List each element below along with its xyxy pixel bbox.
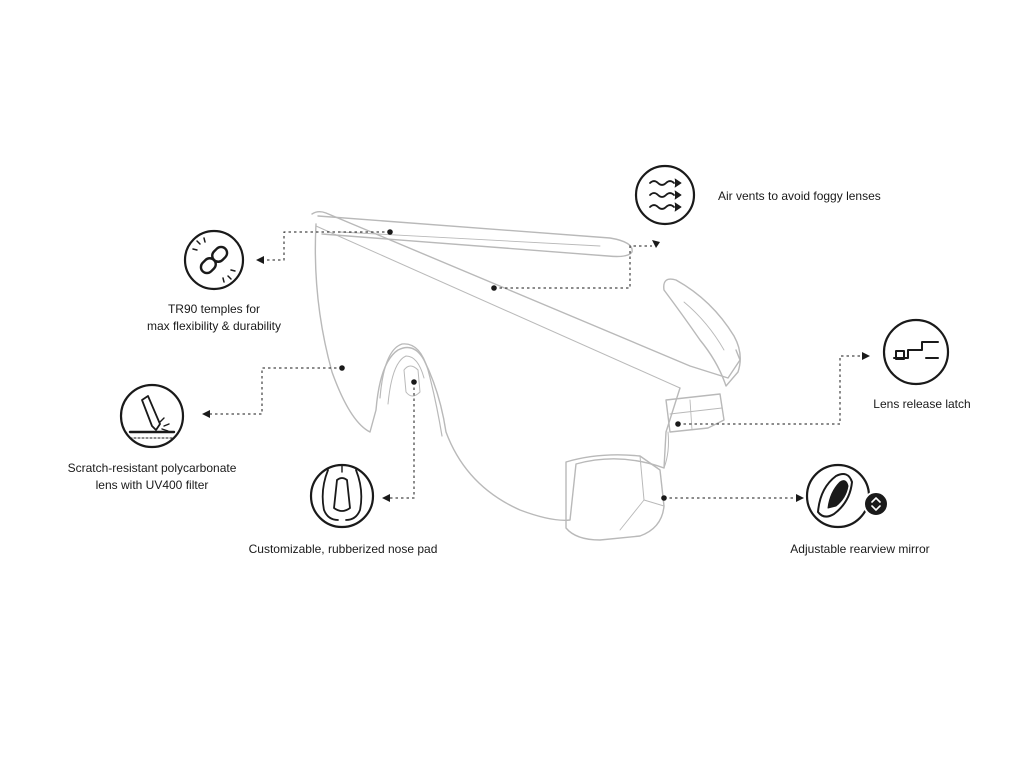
arrow-scratch xyxy=(202,410,210,418)
rearview-mirror-label: Adjustable rearview mirror xyxy=(764,541,956,558)
lens-latch-label: Lens release latch xyxy=(852,396,992,413)
air-vents-icon xyxy=(634,164,696,226)
leader-dots xyxy=(339,229,681,501)
nose-pad-icon xyxy=(309,463,375,529)
air-vents-text: Air vents to avoid foggy lenses xyxy=(718,189,881,203)
tr90-text-line-2: max flexibility & durability xyxy=(146,319,282,333)
tr90-temples-label: TR90 temples for max flexibility & durab… xyxy=(124,301,304,335)
arrow-tr90 xyxy=(256,256,264,264)
lens-release-latch-icon xyxy=(882,318,950,386)
leader-nose-pad xyxy=(390,382,415,499)
scratch-text-line-2: lens with UV400 filter xyxy=(95,478,209,492)
nose-bridge xyxy=(379,343,443,437)
lens-latch-text: Lens release latch xyxy=(873,397,971,411)
hinge-block xyxy=(665,393,725,433)
chain-link-icon xyxy=(183,229,245,291)
scratch-resistant-lens-icon xyxy=(119,383,185,449)
rearview-mirror-text: Adjustable rearview mirror xyxy=(790,542,930,556)
sunglasses-illustration xyxy=(311,211,741,541)
shield-lens xyxy=(314,223,681,521)
leader-lines xyxy=(210,231,862,499)
dot-air-vents xyxy=(491,285,497,291)
mirror-housing xyxy=(565,454,665,541)
tr90-text-line-1: TR90 temples for xyxy=(167,302,261,316)
leader-scratch xyxy=(210,367,342,415)
arrow-nose-pad xyxy=(382,494,390,502)
left-temple-arm xyxy=(317,215,633,258)
rearview-mirror-icon xyxy=(805,463,889,529)
dot-lens-latch xyxy=(675,421,681,427)
dot-mirror xyxy=(661,495,667,501)
dot-scratch xyxy=(339,365,345,371)
nose-pad-text: Customizable, rubberized nose pad xyxy=(248,542,438,556)
scratch-resistant-label: Scratch-resistant polycarbonate lens wit… xyxy=(54,460,250,494)
dot-tr90 xyxy=(387,229,393,235)
leader-lens-latch xyxy=(678,355,862,425)
leader-tr90 xyxy=(262,231,390,261)
leader-arrows xyxy=(202,240,870,502)
air-vents-label: Air vents to avoid foggy lenses xyxy=(718,188,881,205)
leader-air-vents xyxy=(494,245,652,289)
nose-pad-label: Customizable, rubberized nose pad xyxy=(236,541,450,558)
arrow-mirror xyxy=(796,494,804,502)
right-temple-arm xyxy=(663,278,741,387)
scratch-text-line-1: Scratch-resistant polycarbonate xyxy=(67,461,237,475)
arrow-air-vents xyxy=(652,240,660,248)
top-frame-bar xyxy=(311,211,741,379)
arrow-lens-latch xyxy=(862,352,870,360)
dot-nose-pad xyxy=(411,379,417,385)
nose-pad-piece xyxy=(403,365,421,397)
